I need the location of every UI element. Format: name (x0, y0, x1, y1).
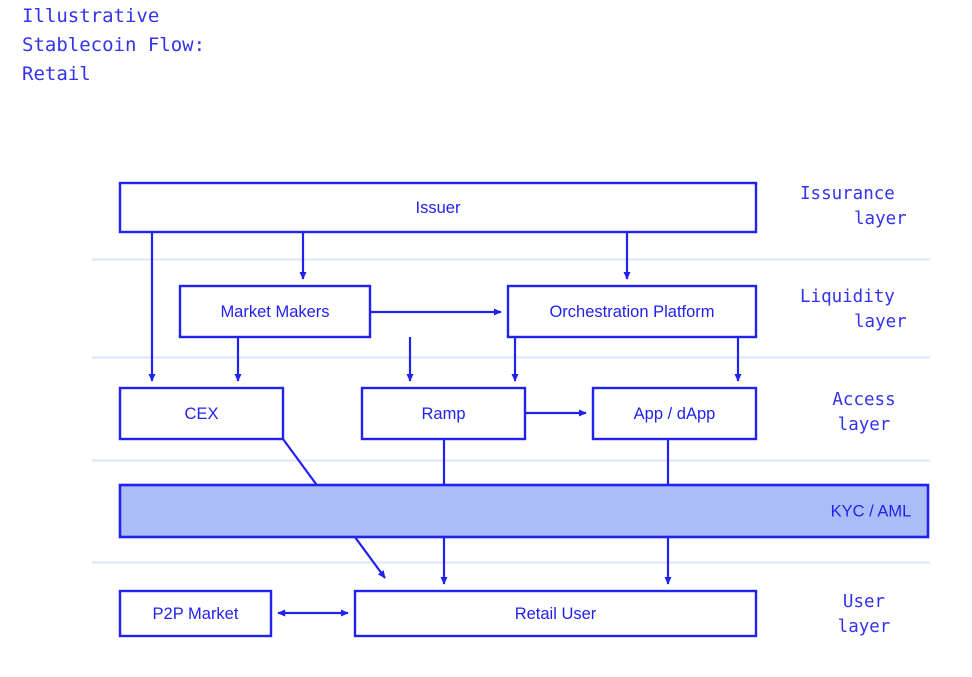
orchestration-platform-box[interactable] (506, 284, 758, 339)
orchestration-platform-label: Orchestration Platform (549, 303, 714, 321)
node-p2p-market[interactable]: P2P Market (118, 589, 273, 638)
retail-user-box[interactable] (353, 589, 758, 638)
market-makers-box[interactable] (178, 284, 372, 339)
access-layer-line-2: layer (838, 415, 891, 435)
user-layer-line-1: User (843, 592, 885, 612)
node-kyc-aml-band[interactable]: KYC / AML (118, 483, 930, 539)
layer-label-issuance: Issurance layer (800, 184, 907, 229)
cex-label: CEX (185, 405, 219, 423)
liquidity-layer-line-2: layer (854, 312, 907, 332)
app-dapp-box[interactable] (591, 386, 758, 441)
layer-label-access: Access layer (832, 390, 895, 435)
title-line-2: Stablecoin Flow: (22, 34, 205, 56)
ramp-box[interactable] (360, 386, 527, 441)
app-dapp-label: App / dApp (634, 405, 716, 423)
layer-label-liquidity: Liquidity layer (800, 287, 907, 332)
p2p-market-box[interactable] (118, 589, 273, 638)
layer-label-user: User layer (838, 592, 891, 637)
ramp-label: Ramp (421, 405, 465, 423)
retail-user-label: Retail User (515, 605, 597, 623)
cex-box[interactable] (118, 386, 285, 441)
node-ramp[interactable]: Ramp (360, 386, 527, 441)
user-layer-line-2: layer (838, 617, 891, 637)
title-line-1: Illustrative (22, 5, 159, 27)
node-retail-user[interactable]: Retail User (353, 589, 758, 638)
diagram-title: Illustrative Stablecoin Flow: Retail (22, 5, 205, 85)
issuer-box[interactable] (118, 181, 758, 234)
access-layer-line-1: Access (832, 390, 895, 410)
issuance-layer-line-2: layer (854, 209, 907, 229)
kyc-aml-band-label: KYC / AML (831, 502, 912, 520)
node-orchestration-platform[interactable]: Orchestration Platform (506, 284, 758, 339)
node-cex[interactable]: CEX (118, 386, 285, 441)
issuance-layer-line-1: Issurance (800, 184, 895, 204)
market-makers-label: Market Makers (220, 303, 329, 321)
liquidity-layer-line-1: Liquidity (800, 287, 895, 307)
issuer-label: Issuer (416, 199, 461, 217)
layer-separators (92, 258, 930, 564)
kyc-aml-band-rect[interactable] (118, 483, 930, 539)
node-app-dapp[interactable]: App / dApp (591, 386, 758, 441)
node-issuer[interactable]: Issuer (118, 181, 758, 234)
node-market-makers[interactable]: Market Makers (178, 284, 372, 339)
p2p-market-label: P2P Market (153, 605, 239, 623)
title-line-3: Retail (22, 63, 91, 85)
